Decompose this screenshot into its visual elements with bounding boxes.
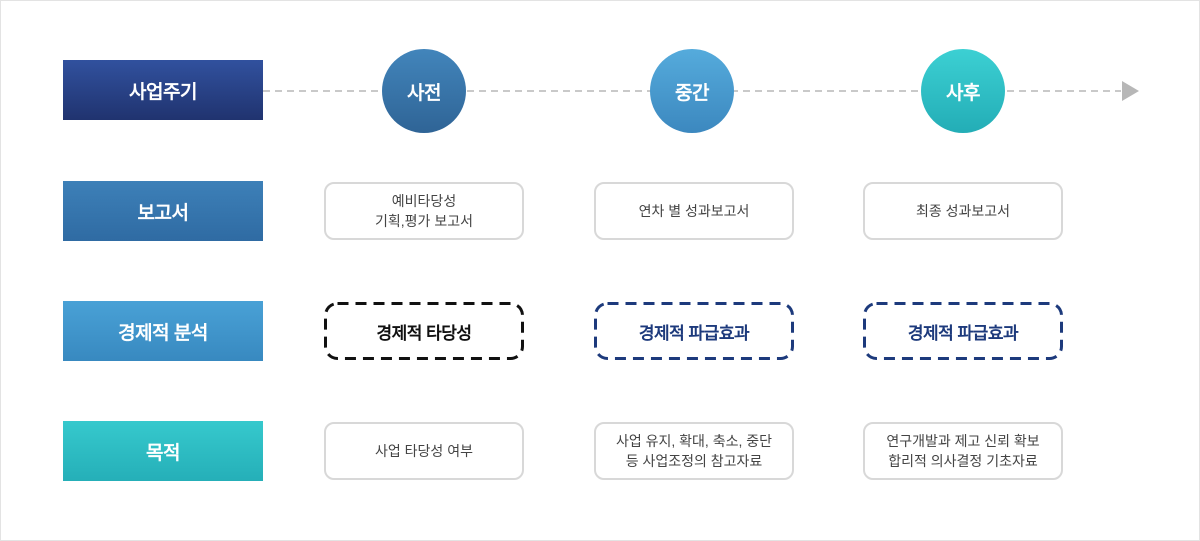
cell-line: 예비타당성 (391, 192, 457, 209)
arrow-right-icon (1122, 81, 1139, 101)
row-header-project-cycle: 사업주기 (63, 60, 263, 120)
report-box-post: 최종 성과보고서 (863, 182, 1063, 240)
cell-line: 연차 별 성과보고서 (638, 202, 750, 219)
row-header-report: 보고서 (63, 181, 263, 241)
econ-box-pre: 경제적 타당성 (324, 302, 524, 360)
purpose-box-post: 연구개발과 제고 신뢰 확보 합리적 의사결정 기초자료 (863, 422, 1063, 480)
econ-box-mid: 경제적 파급효과 (594, 302, 794, 360)
stage-circle-pre: 사전 (382, 49, 466, 133)
cell-line: 경제적 파급효과 (638, 323, 750, 343)
stage-circle-post: 사후 (921, 49, 1005, 133)
stage-circle-mid: 중간 (650, 49, 734, 133)
econ-box-post: 경제적 파급효과 (863, 302, 1063, 360)
purpose-box-pre: 사업 타당성 여부 (324, 422, 524, 480)
cell-line: 사업 유지, 확대, 축소, 중단 (615, 432, 773, 449)
report-box-mid: 연차 별 성과보고서 (594, 182, 794, 240)
report-box-pre: 예비타당성 기획,평가 보고서 (324, 182, 524, 240)
cell-line: 사업 타당성 여부 (375, 442, 473, 459)
cell-line: 연구개발과 제고 신뢰 확보 (886, 432, 1040, 449)
purpose-box-mid: 사업 유지, 확대, 축소, 중단 등 사업조정의 참고자료 (594, 422, 794, 480)
cell-line: 등 사업조정의 참고자료 (625, 453, 763, 469)
cell-line: 최종 성과보고서 (915, 202, 1011, 219)
cell-line: 합리적 의사결정 기초자료 (888, 453, 1038, 469)
row-header-economic-analysis: 경제적 분석 (63, 301, 263, 361)
cell-line: 경제적 파급효과 (907, 323, 1019, 343)
row-header-purpose: 목적 (63, 421, 263, 481)
cell-line: 경제적 타당성 (376, 323, 472, 343)
cell-line: 기획,평가 보고서 (375, 213, 473, 229)
